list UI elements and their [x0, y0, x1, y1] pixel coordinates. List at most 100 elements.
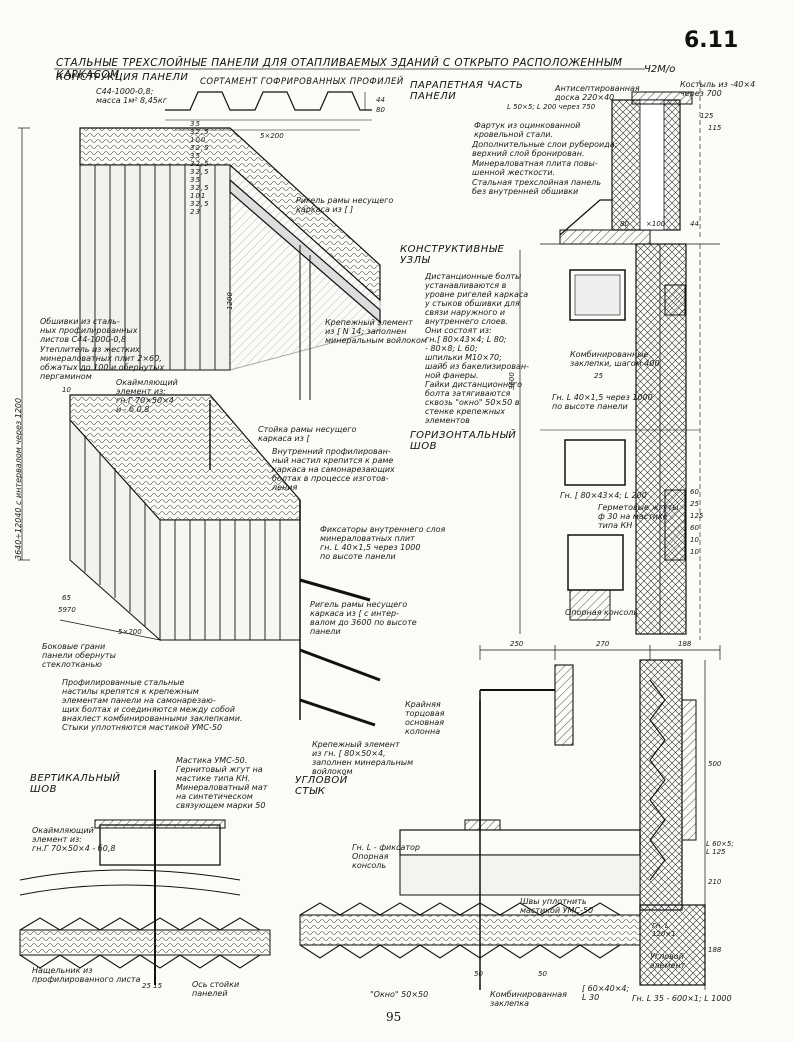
page-number: 95 [386, 1010, 402, 1024]
label-sheathing: Обшивки из сталь- ных профилированных ли… [40, 317, 138, 344]
dim-188: 188 [708, 946, 722, 954]
label-antiseptic-board: Антисептированная доска 220×40 [555, 84, 640, 102]
label-drip: Нащельник из профилированного листа [32, 966, 141, 984]
hs-dim: 60 [690, 524, 699, 532]
label-hermetic: Герметовые жгуты ф 30 на мастике типа КН [598, 503, 679, 530]
label-extreme-column: Крайняя торцовая основная колонна [405, 700, 445, 736]
width-dim-c: 65 [62, 594, 71, 602]
parapet-dim: 115 [708, 124, 722, 132]
width-dim-a: 5970 [58, 606, 76, 614]
label-inner-sheet: Внутренний профилирован- ный настил креп… [272, 447, 395, 492]
parapet-dim: 125 [700, 112, 714, 120]
height-dim-label: 3640÷12040 с интервалом через 1200 [14, 397, 23, 560]
sheet-number: 6.11 [684, 28, 739, 53]
dim-1200: 1200 [226, 292, 234, 310]
corner-dimension-chain [479, 645, 721, 660]
profile-dims-top: 35 32,5 100 32,5 35 32,5 32,5 35 32,5 10… [190, 112, 210, 216]
lower-panel-sketch [69, 394, 381, 727]
profile-dim: 100 [190, 136, 207, 144]
width-dim-b: 5×200 [118, 628, 142, 636]
section-horizontal-seam: ГОРИЗОНТАЛЬНЫЙ ШОВ [410, 430, 517, 452]
profile-dim: 23 [190, 208, 201, 216]
profile-dim: 32,5 [190, 128, 210, 136]
section-parapet: ПАРАПЕТНАЯ ЧАСТЬ ПАНЕЛИ [410, 80, 524, 102]
hs-dim: 10 [690, 548, 699, 556]
label-ruberoid: Дополнительные слои рубероида; верхний с… [472, 140, 618, 158]
profile-dim: 32,5 [190, 184, 210, 192]
profile-height: 44 [376, 96, 385, 104]
parapet-detail [540, 80, 720, 245]
profile-dim: 101 [190, 192, 207, 200]
label-spacer-bolts: Дистанционные болты устанавливаются в ур… [425, 272, 529, 425]
height-dimension [18, 127, 161, 641]
hs-dim: 125 [690, 512, 704, 520]
corner-vertical-panel [639, 659, 706, 990]
section-vertical-seam: ВЕРТИКАЛЬНЫЙ ШОВ [30, 773, 121, 795]
label-fixators: Фиксаторы внутреннего слоя минераловатны… [320, 525, 446, 561]
parapet-dim: 80 [620, 220, 629, 228]
sheet-title: СТАЛЬНЫЕ ТРЕХСЛОЙНЫЕ ПАНЕЛИ ДЛЯ ОТАПЛИВА… [56, 57, 623, 81]
label-angle-500: L 50×5; L 200 через 750 [507, 103, 596, 111]
label-edging: Окаймляющий элемент из: гн.Г 70×50×4 и -… [116, 378, 178, 414]
parapet-dim: 44 [690, 220, 699, 228]
label-rigel-bottom: Ригель рамы несущего каркаса из [ с инте… [310, 600, 417, 636]
section-corner-joint: УГЛОВОЙ СТЫК [295, 775, 348, 797]
label-side-edges: Боковые грани панели обернуты стеклоткан… [42, 642, 116, 669]
label-fixator-corner: Гн. L - фиксатор Опорная консоль [352, 843, 421, 870]
label-angle-l: Гн. L 35 - 600×1; L 1000 [632, 994, 732, 1003]
label-axis: Ось стойки панелей [192, 980, 240, 998]
profile-dim: 35 [190, 152, 201, 160]
dim-50a: 50 [474, 970, 483, 978]
label-corner-element: Угловой элемент [650, 952, 686, 970]
label-angle-40: Гн. L 40×1,5 через 1000 по высоте панели [552, 393, 653, 411]
profile-dim: 32,5 [190, 168, 210, 176]
dim-10: 10 [62, 386, 71, 394]
parapet-dim: ×100 [646, 220, 666, 228]
vertical-seam-section [19, 770, 271, 985]
profile-total: 5×200 [260, 132, 284, 140]
dim-50b: 50 [538, 970, 547, 978]
label-bracket: Костыль из -40×4 через 700 [680, 80, 756, 98]
label-mineral-plate: Минераловатная плита повы- шенной жестко… [472, 159, 598, 177]
top-dim: 270 [596, 640, 610, 648]
hs-dim: 25 [690, 500, 699, 508]
section-panel-construction: КОНСТРУКЦИЯ ПАНЕЛИ [56, 72, 189, 83]
label-angle-60: [ 60×40×4; L 30 [582, 984, 630, 1002]
label-three-layer-panel: Стальная трехслойная панель без внутренн… [472, 178, 602, 196]
label-apron: Фартук из оцинкованной кровельной стали. [474, 121, 581, 139]
label-angle-120: Гн. L 120×1 [652, 922, 676, 938]
label-fastening-element: Крепежный элемент из [ N 14; заполнен ми… [325, 318, 427, 345]
label-insulation: Утеплитель из жестких минераловатных пли… [40, 345, 165, 381]
archive-stamp: Ч2М/о [644, 64, 676, 75]
label-rigel-top: Ригель рамы несущего каркаса из [ ] [296, 196, 394, 214]
label-window: "Окно" 50×50 [370, 990, 429, 999]
profile-dim: 32,5 [190, 144, 210, 152]
hs-dim: 60 [690, 488, 699, 496]
profile-height-side: 80 [376, 106, 385, 114]
label-column: Стойка рамы несущего каркаса из [ [258, 425, 357, 443]
label-angle-80: Гн. [ 80×43×4; L 200 [560, 491, 647, 500]
label-combined-rivet: Комбинированная заклепка [490, 990, 567, 1008]
hs-dim: 10 [690, 536, 699, 544]
profile-dim: 35 [190, 176, 201, 184]
label-profiled-sheets: Профилированные стальные настилы крепятс… [62, 678, 243, 732]
top-dim: 188 [678, 640, 692, 648]
label-fastening-element-2: Крепежный элемент из гн. [ 80×50×4, запо… [312, 740, 414, 776]
label-angle-60x5: L 60×5; L 125 [706, 840, 734, 856]
top-dim: 250 [510, 640, 524, 648]
profile-dim: 32,5 [190, 160, 210, 168]
corner-joint-section [299, 700, 706, 990]
label-combined-rivets: Комбинированные заклепки, шагом 400 [570, 350, 660, 368]
label-edging-2: Окаймляющий элемент из: гн.Г 70×50×4 - б… [32, 826, 116, 853]
dim-500: 500 [708, 760, 722, 768]
extreme-column [479, 664, 574, 830]
profile-spec: С44-1000-0,8; масса 1м² 8,45кг [96, 87, 167, 105]
dims-25-15: 25 15 [142, 982, 163, 990]
label-support-bracket: Опорная консоль [565, 608, 639, 617]
section-profile-range: СОРТАМЕНТ ГОФРИРОВАННЫХ ПРОФИЛЕЙ [200, 77, 404, 87]
dim-25: 25 [594, 372, 603, 380]
section-structural-nodes: КОНСТРУКТИВНЫЕ УЗЛЫ [400, 244, 505, 266]
dim-3600: 3600 [508, 372, 516, 390]
